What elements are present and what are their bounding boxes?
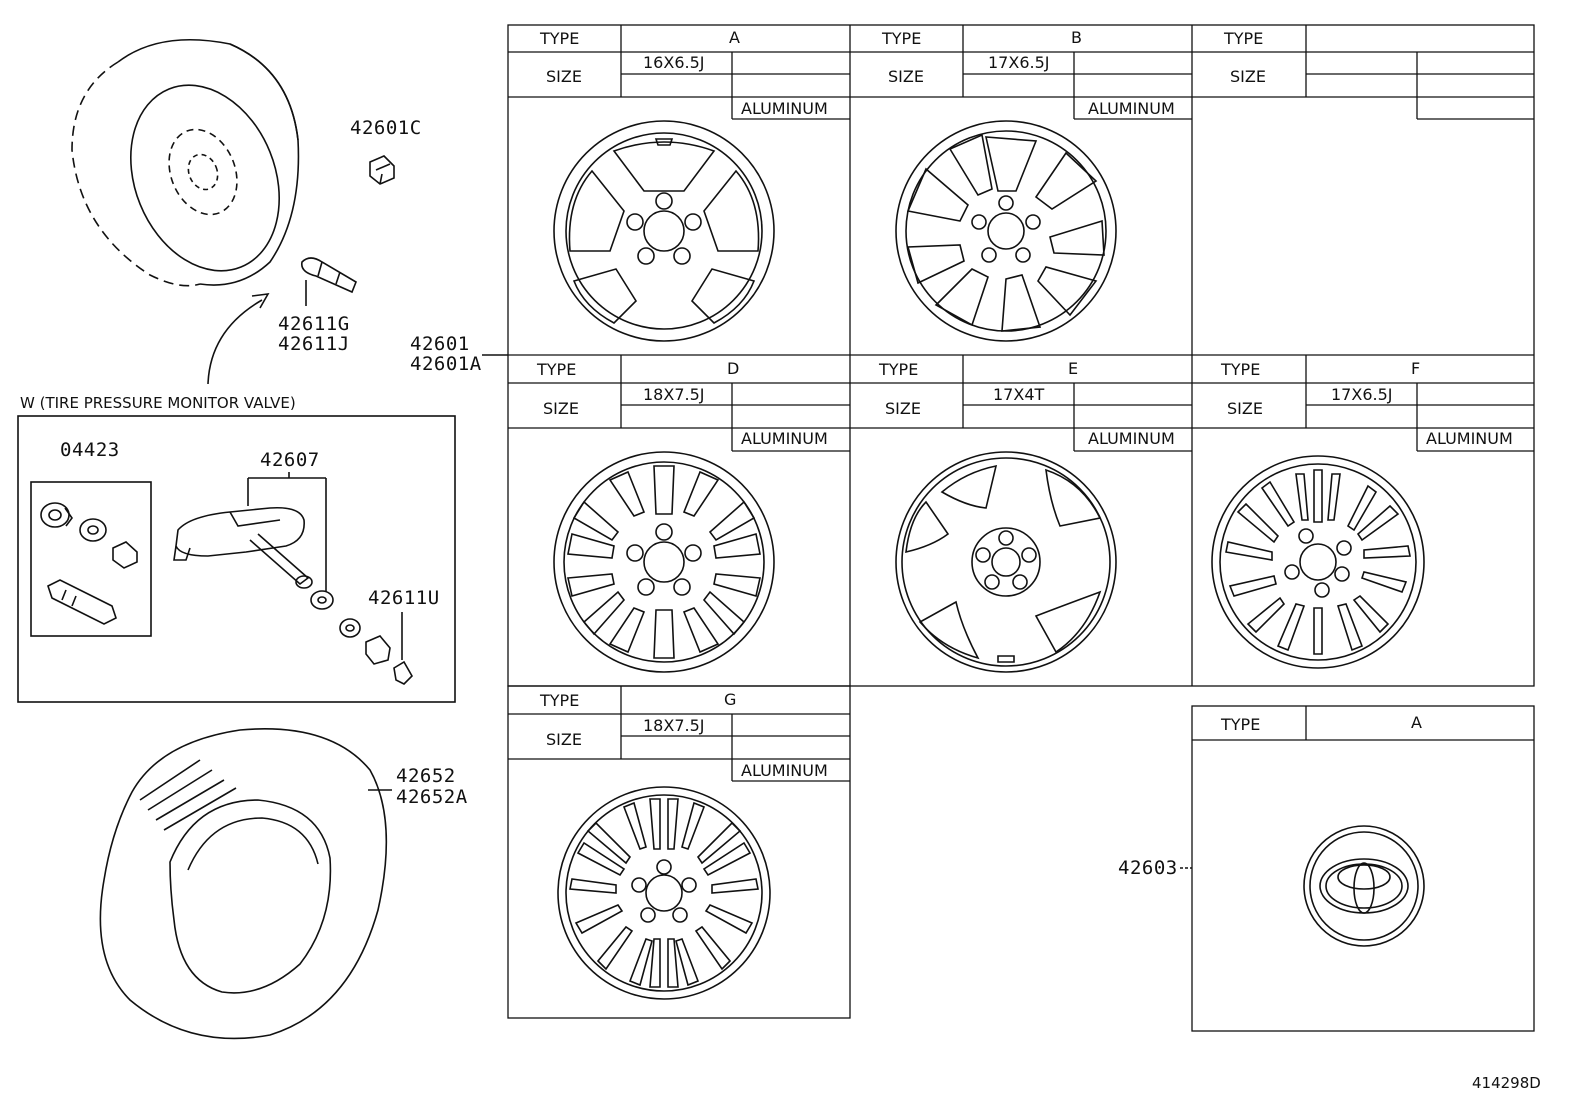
size-value-f: 17X6.5J	[1331, 385, 1393, 404]
material-g: ALUMINUM	[741, 761, 828, 780]
part-number-42601[interactable]: 42601	[410, 333, 470, 355]
material-b: ALUMINUM	[1088, 99, 1175, 118]
spare-wheel-drawing	[71, 38, 300, 287]
material-d: ALUMINUM	[741, 429, 828, 448]
type-value-cap: A	[1411, 713, 1422, 732]
type-header-b: TYPE	[882, 29, 922, 48]
size-header-g: SIZE	[546, 730, 582, 749]
size-value-e: 17X4T	[993, 385, 1045, 404]
size-header-f: SIZE	[1227, 399, 1263, 418]
tpms-kit-frame	[17, 415, 456, 703]
material-f: ALUMINUM	[1426, 429, 1513, 448]
wheel-cap-drawing	[1303, 825, 1425, 947]
part-number-42601a[interactable]: 42601A	[410, 353, 482, 375]
tpms-sensor-drawing	[173, 472, 413, 685]
part-number-42607[interactable]: 42607	[260, 449, 320, 471]
material-e: ALUMINUM	[1088, 429, 1175, 448]
wheel-g-drawing	[557, 786, 771, 1000]
type-value-a: A	[729, 28, 740, 47]
wheel-table-grid	[507, 24, 1535, 1032]
type-value-d: D	[727, 359, 740, 378]
wheel-b-drawing	[895, 120, 1117, 342]
size-header-c: SIZE	[1230, 67, 1266, 86]
part-number-42611u[interactable]: 42611U	[368, 587, 440, 609]
type-value-g: G	[724, 690, 737, 709]
part-number-42611g[interactable]: 42611G	[278, 313, 350, 335]
part-number-42601c[interactable]: 42601C	[350, 117, 422, 139]
wheel-e-drawing	[895, 451, 1117, 673]
part-number-04423[interactable]: 04423	[60, 439, 120, 461]
size-value-d: 18X7.5J	[643, 385, 705, 404]
type-header-g: TYPE	[540, 691, 580, 710]
kit-04423-parts	[40, 502, 138, 625]
part-number-42652[interactable]: 42652	[396, 765, 456, 787]
size-header-a: SIZE	[546, 67, 582, 86]
type-header-a: TYPE	[540, 29, 580, 48]
type-value-b: B	[1071, 28, 1082, 47]
size-value-a: 16X6.5J	[643, 53, 705, 72]
part-number-42652a[interactable]: 42652A	[396, 786, 468, 808]
type-header-d: TYPE	[537, 360, 577, 379]
type-header-c: TYPE	[1224, 29, 1264, 48]
size-header-e: SIZE	[885, 399, 921, 418]
wheel-d-drawing	[553, 451, 775, 673]
tpms-kit-label: W (TIRE PRESSURE MONITOR VALVE)	[20, 394, 296, 412]
material-a: ALUMINUM	[741, 99, 828, 118]
tpms-arrow	[207, 293, 270, 385]
type-header-cap: TYPE	[1221, 715, 1261, 734]
size-header-d: SIZE	[543, 399, 579, 418]
part-number-42603[interactable]: 42603	[1118, 857, 1178, 879]
size-header-b: SIZE	[888, 67, 924, 86]
size-value-b: 17X6.5J	[988, 53, 1050, 72]
type-value-e: E	[1068, 359, 1079, 378]
wheel-a-drawing	[553, 120, 775, 342]
type-value-f: F	[1411, 359, 1421, 378]
tire-drawing	[99, 728, 392, 1040]
type-header-e: TYPE	[879, 360, 919, 379]
diagram-id: 414298D	[1472, 1074, 1541, 1092]
valve-stem-drawing	[300, 257, 357, 306]
wheel-f-drawing	[1211, 455, 1425, 669]
type-header-f: TYPE	[1221, 360, 1261, 379]
tpms-kit-04423-frame	[30, 481, 152, 637]
size-value-g: 18X7.5J	[643, 716, 705, 735]
hub-nut-drawing	[369, 155, 395, 185]
part-number-42611j[interactable]: 42611J	[278, 333, 350, 355]
